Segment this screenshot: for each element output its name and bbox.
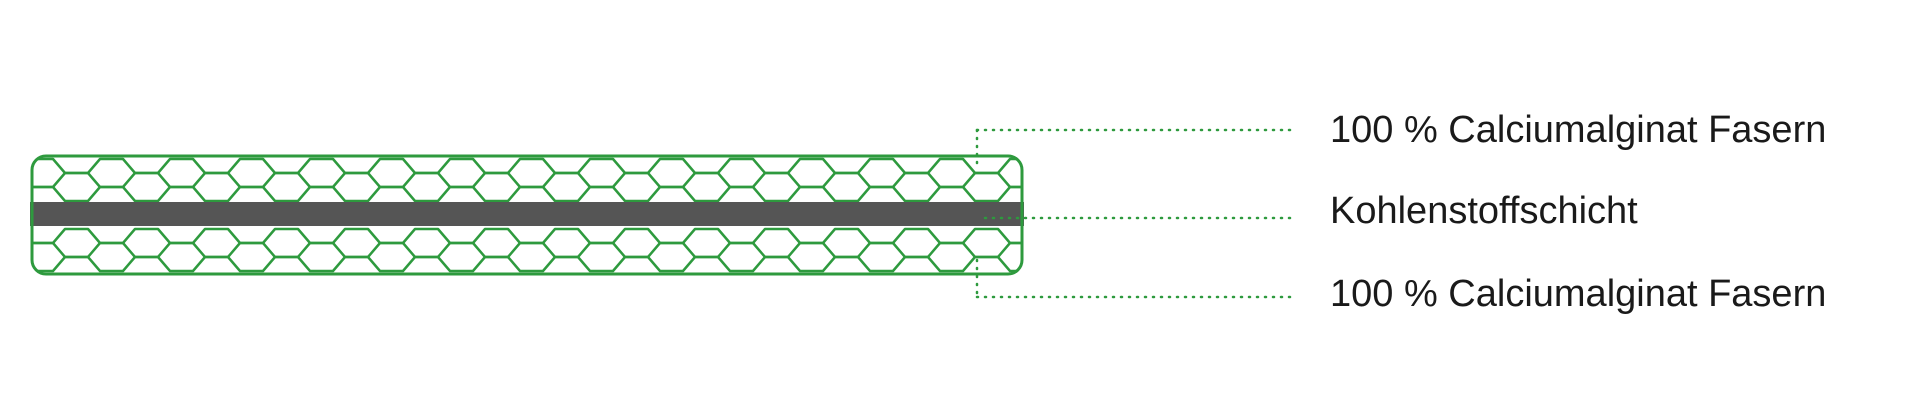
carbon-layer [30,202,1024,226]
fiber-strand [32,241,1022,259]
fiber-strand [32,255,1022,273]
label-top-alginate: 100 % Calciumalginat Fasern [1330,109,1827,151]
label-bottom-alginate: 100 % Calciumalginat Fasern [1330,273,1827,315]
fiber-strand [32,227,1022,245]
label-carbon-layer: Kohlenstoffschicht [1330,190,1638,232]
leader-lines [975,128,1299,299]
fiber-strand [32,171,1022,189]
fiber-strand [32,157,1022,175]
pad-outline [30,154,1024,276]
fiber-strand [32,185,1022,203]
alginate-fiber-mesh [32,157,1022,273]
